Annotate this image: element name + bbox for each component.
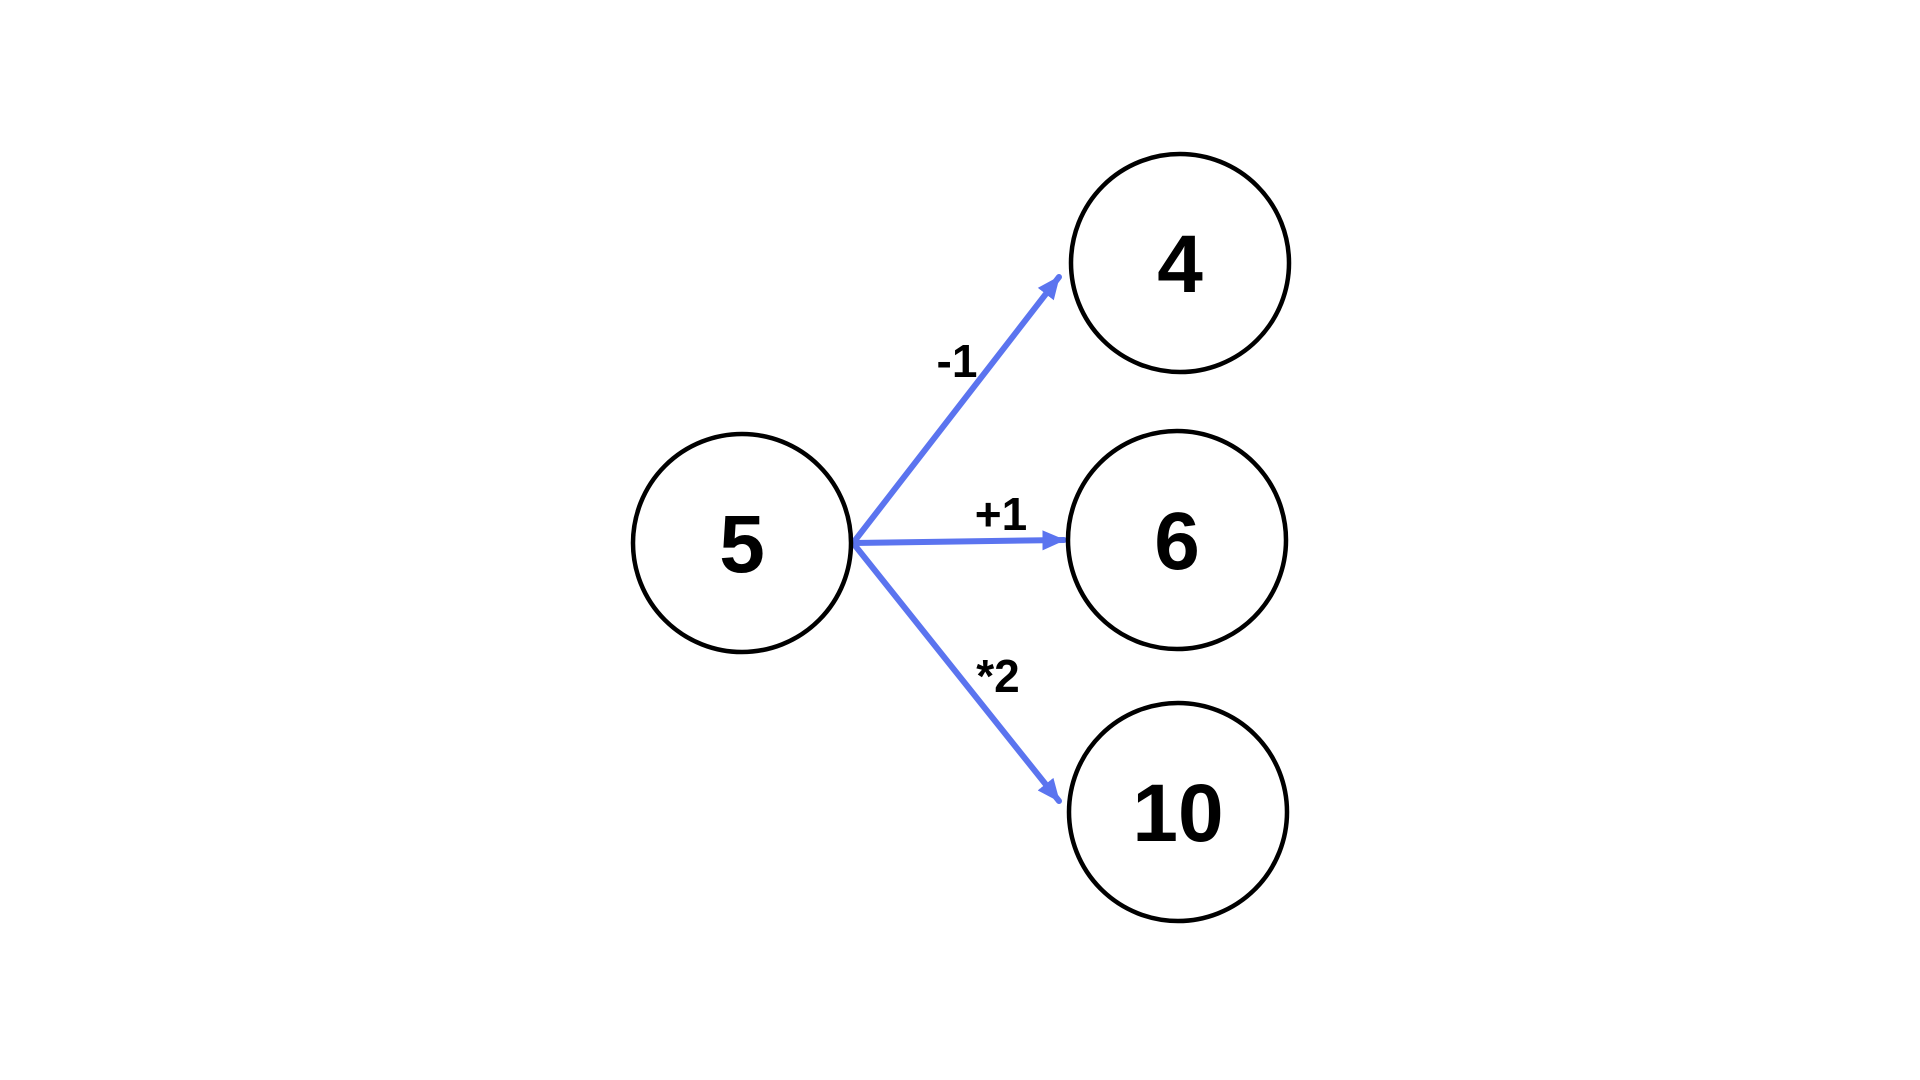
node-circle-6 [1065, 428, 1289, 652]
node-circle-10 [1066, 700, 1290, 924]
node-group: 5 4 6 10 [630, 151, 1292, 924]
edge-label-times-2: *2 [976, 650, 1019, 702]
edge-label-group: -1 +1 *2 [937, 335, 1028, 702]
edge-label-minus-1: -1 [937, 335, 978, 387]
edge-group [850, 274, 1067, 804]
node-label-6: 6 [1154, 496, 1200, 587]
node-label-4: 4 [1157, 219, 1203, 310]
edge-label-plus-1: +1 [975, 488, 1027, 540]
edge-5-to-6 [850, 530, 1067, 551]
edge-5-to-10 [850, 540, 1062, 804]
node-circle-5 [630, 431, 854, 655]
node-label-10: 10 [1132, 768, 1223, 859]
node-circle-4 [1068, 151, 1292, 375]
node-label-5: 5 [719, 499, 765, 590]
edge-5-to-4 [850, 274, 1062, 546]
